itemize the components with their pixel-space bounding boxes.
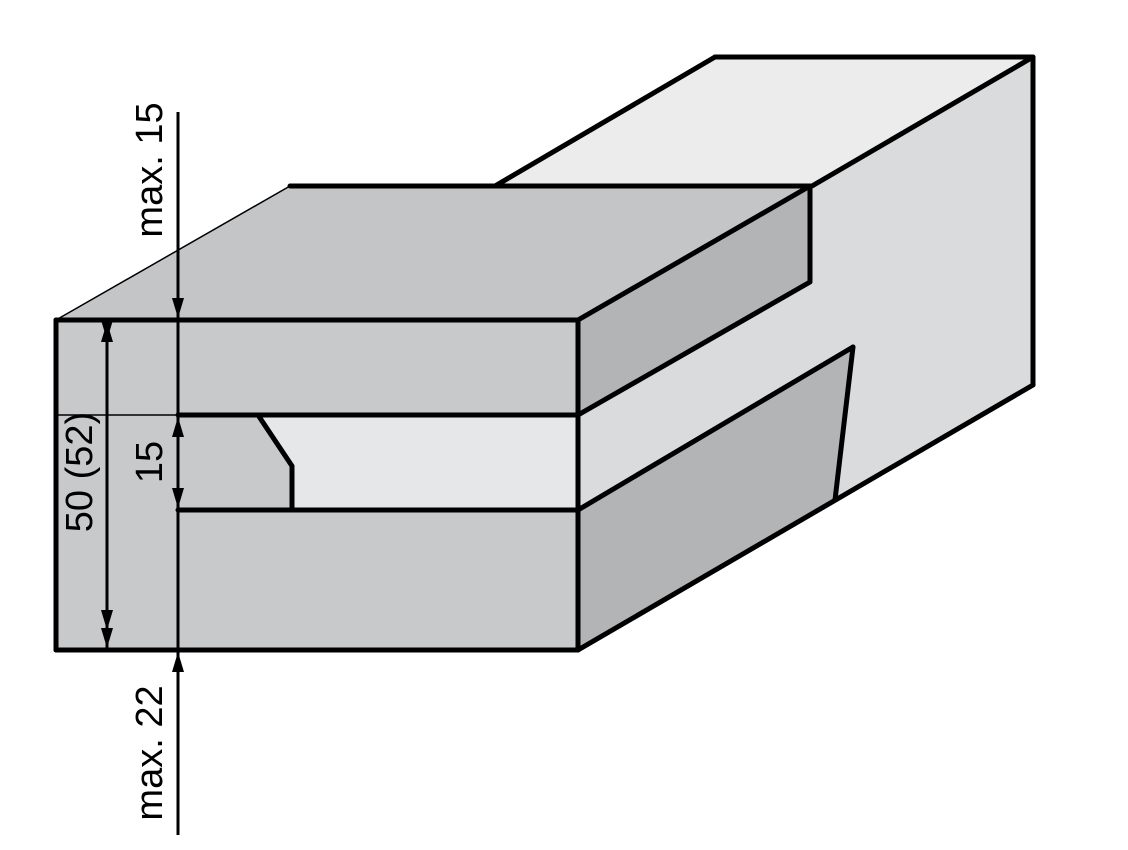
upper-block-side-face xyxy=(578,186,810,415)
lower-block-side-face xyxy=(578,347,1033,650)
slot-inner-face xyxy=(258,415,578,510)
upper-left-thin-edge xyxy=(55,185,291,321)
groove-height-label: 15 xyxy=(129,441,171,483)
bottom-dimension-label: max. 22 xyxy=(129,685,171,820)
overall-height-label: 50 (52) xyxy=(59,412,101,532)
back-beam-top-face xyxy=(495,57,1033,186)
upper-block-top-face xyxy=(56,186,810,320)
slot-left-face xyxy=(56,415,292,510)
back-beam-side-face xyxy=(580,57,1033,510)
outline-edges xyxy=(53,54,1036,653)
top-dimension-label: max. 15 xyxy=(129,102,171,237)
upper-block-front-face xyxy=(56,320,578,415)
lower-block-front-face xyxy=(56,510,578,650)
